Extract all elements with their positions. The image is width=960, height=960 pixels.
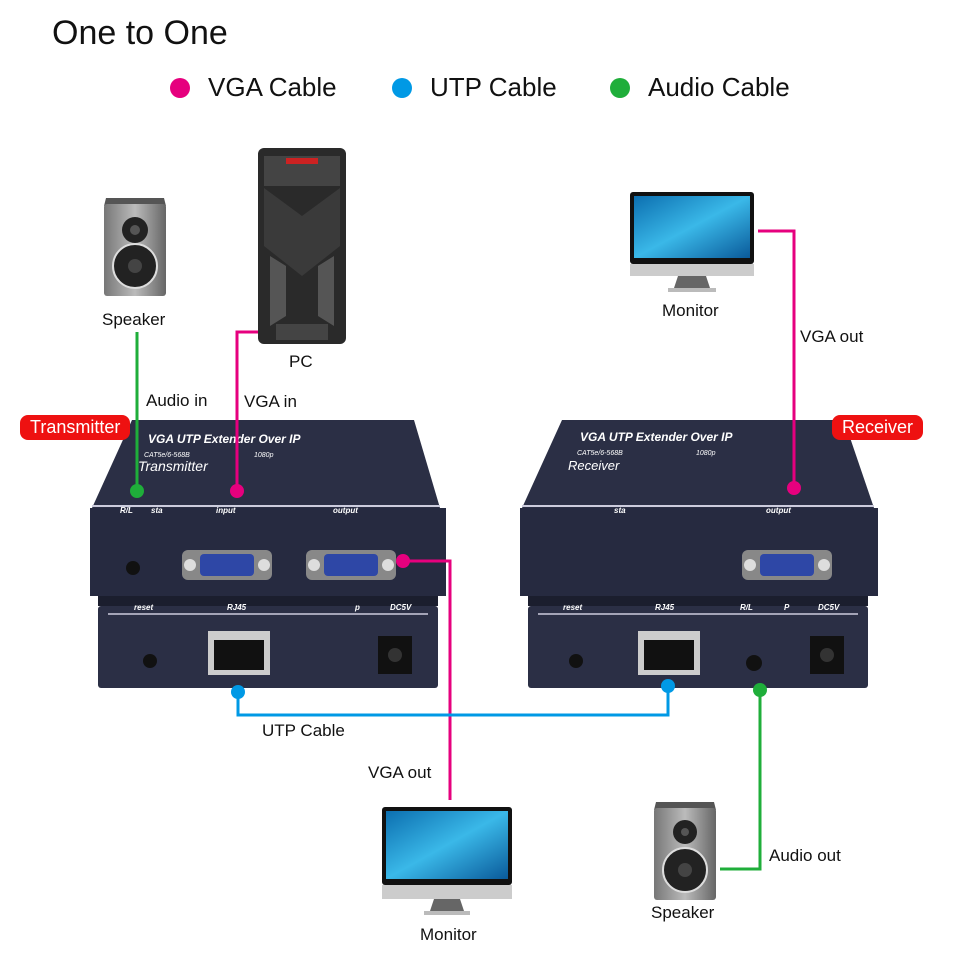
audio-out-label: Audio out <box>769 846 841 865</box>
legend-audio: Audio Cable <box>610 72 790 103</box>
port-label: output <box>766 506 791 515</box>
speaker-rx-label: Speaker <box>651 903 715 922</box>
audio-out-port-dot <box>753 683 767 697</box>
monitor-tx-label: Monitor <box>420 925 477 944</box>
tx-top-text: VGA UTP Extender Over IP <box>148 432 301 446</box>
vga-in-label: VGA in <box>244 392 297 411</box>
receiver-device <box>520 420 878 688</box>
vga-out-rx-cable <box>758 229 796 488</box>
port-label: reset <box>563 603 583 612</box>
port-label: p <box>355 603 360 612</box>
utp-tx-port-dot <box>231 685 245 699</box>
page-title: One to One <box>52 14 228 52</box>
vga-dot-icon <box>170 77 190 98</box>
vga-out-tx-cable <box>404 559 452 800</box>
vga-out-rx-port-dot <box>787 481 801 495</box>
audio-out-cable <box>720 690 762 871</box>
vga-out-tx-port-dot <box>396 554 410 568</box>
audio-in-port-dot <box>130 484 144 498</box>
monitor-rx-label: Monitor <box>662 301 719 320</box>
audio-in-label: Audio in <box>146 391 208 410</box>
audio-dot-icon <box>610 77 630 98</box>
speaker-icon <box>654 802 716 900</box>
vga-in-cable <box>235 330 258 490</box>
tx-spec: CAT5e/6-568B <box>144 452 190 459</box>
rx-name: Receiver <box>568 458 620 473</box>
port-label: reset <box>134 603 154 612</box>
port-label: P <box>784 603 790 612</box>
rx-top-text: VGA UTP Extender Over IP <box>580 430 733 444</box>
pc-label: PC <box>289 352 313 371</box>
port-label: R/L <box>120 506 133 515</box>
pc-tower-icon <box>258 148 346 344</box>
port-label: input <box>216 506 236 515</box>
speaker-icon <box>104 198 166 296</box>
rx-resolution: 1080p <box>696 450 716 457</box>
vga-out-rx-label: VGA out <box>800 327 864 346</box>
legend-label: VGA Cable <box>208 72 337 102</box>
legend-vga: VGA Cable <box>170 72 337 103</box>
vga-in-port-dot <box>230 484 244 498</box>
utp-rx-port-dot <box>661 679 675 693</box>
legend-label: UTP Cable <box>430 72 557 102</box>
transmitter-tag: Transmitter <box>20 415 131 440</box>
speaker-tx-label: Speaker <box>102 310 166 329</box>
tx-resolution: 1080p <box>254 452 274 459</box>
vga-out-tx-label: VGA out <box>368 763 432 782</box>
utp-cable <box>236 686 670 717</box>
monitor-icon <box>630 192 754 292</box>
transmitter-device <box>90 420 446 688</box>
monitor-icon <box>382 807 512 915</box>
rx-spec: CAT5e/6-568B <box>577 450 623 457</box>
port-label: R/L <box>740 603 753 612</box>
legend-utp: UTP Cable <box>392 72 557 103</box>
port-label: sta <box>151 506 163 515</box>
legend-label: Audio Cable <box>648 72 790 102</box>
port-label: output <box>333 506 358 515</box>
utp-cable-label: UTP Cable <box>262 721 345 740</box>
utp-dot-icon <box>392 77 412 98</box>
port-label: RJ45 <box>227 603 247 612</box>
port-label: DC5V <box>390 603 412 612</box>
port-label: DC5V <box>818 603 840 612</box>
port-label: RJ45 <box>655 603 675 612</box>
receiver-tag: Receiver <box>832 415 924 440</box>
port-label: sta <box>614 506 626 515</box>
tx-name: Transmitter <box>138 458 208 474</box>
